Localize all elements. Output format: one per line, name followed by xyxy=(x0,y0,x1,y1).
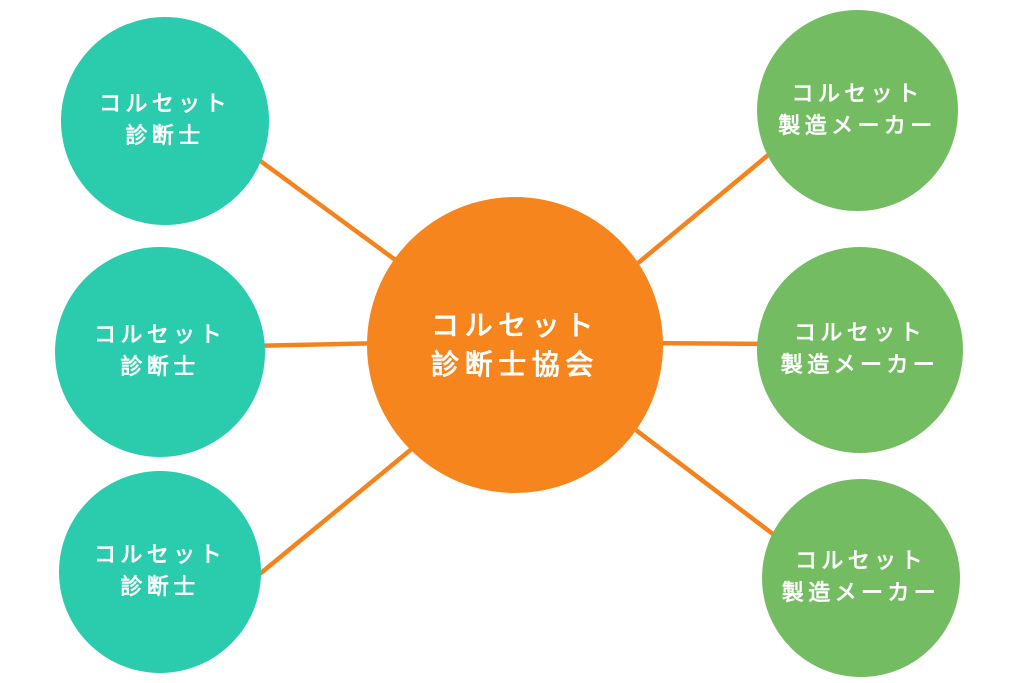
node-label-line2: 診断士 xyxy=(125,124,205,149)
node-label-line1: コルセット xyxy=(93,543,226,569)
node-label-line1: コルセット xyxy=(93,323,226,349)
node-label-line1: コルセット xyxy=(794,549,927,575)
node-label-line2: 診断士 xyxy=(120,355,200,380)
node-label-line1: コルセット xyxy=(793,321,926,347)
connector-line-bottom-right xyxy=(617,415,793,550)
node-corset-manufacturer-3: コルセット 製造メーカー xyxy=(762,479,960,677)
node-corset-diagnostician-2: コルセット 診断士 xyxy=(55,247,265,457)
node-corset-association-center: コルセット 診断士協会 xyxy=(367,197,663,493)
node-corset-diagnostician-3: コルセット 診断士 xyxy=(59,471,261,673)
node-label-line2: 診断士協会 xyxy=(430,348,599,381)
node-corset-manufacturer-1: コルセット 製造メーカー xyxy=(757,10,958,211)
node-label-line2: 製造メーカー xyxy=(780,353,940,378)
node-label-line2: 診断士 xyxy=(120,575,200,600)
connector-line-top-left xyxy=(237,143,423,281)
node-label-line2: 製造メーカー xyxy=(778,113,937,139)
node-label-line1: コルセット xyxy=(98,92,231,118)
node-corset-diagnostician-1: コルセット 診断士 xyxy=(61,17,269,225)
node-label-line1: コルセット xyxy=(430,308,599,342)
connector-line-bottom-left xyxy=(247,435,428,585)
node-label-line2: 製造メーカー xyxy=(781,581,941,606)
node-corset-manufacturer-2: コルセット 製造メーカー xyxy=(757,247,963,453)
node-label-line1: コルセット xyxy=(791,81,924,107)
connector-line-top-right xyxy=(617,138,788,281)
connector-line-middle-left xyxy=(242,340,393,349)
